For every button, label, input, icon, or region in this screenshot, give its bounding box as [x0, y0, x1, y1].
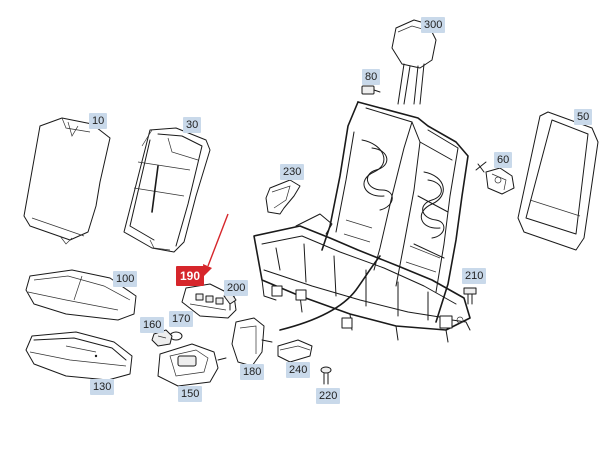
- callout-30[interactable]: 30: [183, 117, 202, 133]
- callout-220[interactable]: 220: [316, 388, 341, 404]
- part-30-backrest-panel[interactable]: [123, 127, 211, 253]
- part-150-buckle-housing[interactable]: [157, 343, 227, 387]
- part-10-backrest-cushion[interactable]: [23, 117, 111, 245]
- callout-210[interactable]: 210: [462, 268, 487, 284]
- callout-130[interactable]: 130: [90, 379, 115, 395]
- callout-300[interactable]: 300: [421, 17, 446, 33]
- callout-100[interactable]: 100: [113, 271, 138, 287]
- part-160-clip[interactable]: [151, 329, 173, 347]
- part-80-clip[interactable]: [361, 85, 381, 95]
- part-190-switch-bracket[interactable]: [181, 283, 237, 319]
- callout-150[interactable]: 150: [178, 386, 203, 402]
- callout-230[interactable]: 230: [280, 164, 305, 180]
- callout-10[interactable]: 10: [89, 113, 108, 129]
- seat-frame[interactable]: [253, 101, 471, 343]
- part-130-seat-base[interactable]: [25, 331, 133, 381]
- callout-180[interactable]: 180: [240, 364, 265, 380]
- part-210-bolt[interactable]: [463, 287, 477, 305]
- callout-50[interactable]: 50: [574, 109, 593, 125]
- part-240-cover[interactable]: [277, 339, 313, 363]
- callout-170[interactable]: 170: [169, 311, 194, 327]
- part-180-side-cover[interactable]: [231, 317, 273, 367]
- part-50-rear-panel[interactable]: [517, 111, 599, 251]
- callout-240[interactable]: 240: [286, 362, 311, 378]
- callout-80[interactable]: 80: [362, 69, 381, 85]
- callout-60[interactable]: 60: [494, 152, 513, 168]
- part-220-pin[interactable]: [320, 366, 332, 385]
- callout-190-highlighted[interactable]: 190: [176, 266, 205, 286]
- highlight-arrow: [203, 213, 229, 276]
- callout-200[interactable]: 200: [224, 280, 249, 296]
- part-230-side-trim[interactable]: [265, 179, 301, 215]
- part-100-seat-cushion[interactable]: [25, 269, 137, 321]
- callout-160[interactable]: 160: [140, 317, 165, 333]
- part-60-bracket[interactable]: [475, 161, 515, 195]
